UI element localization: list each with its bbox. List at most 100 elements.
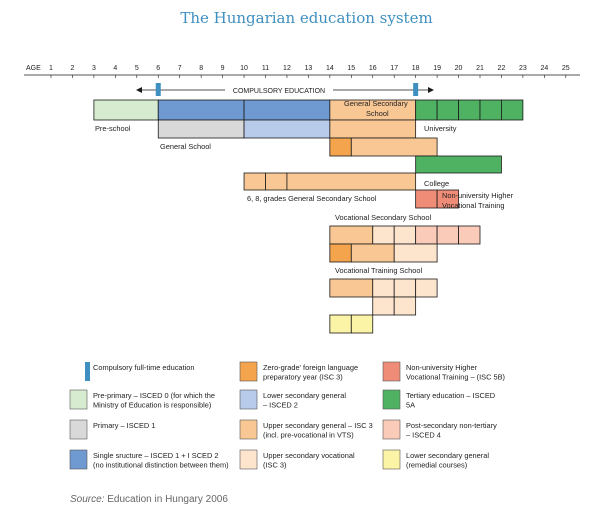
compulsory-end-marker	[413, 83, 419, 96]
legend-label-vocational-1: Upper secondary vocational	[263, 451, 355, 460]
vocational-secondary-post-cell-2	[436, 225, 459, 245]
vocational-training-cell-3	[415, 278, 438, 298]
vocational-training-cell-5	[393, 296, 417, 316]
legend-label-isced3-2: (incl. pre-vocational in VTS)	[263, 431, 354, 440]
source-note: Source: Education in Hungary 2006	[70, 494, 228, 505]
general-secondary-label-1: General Secondary	[344, 99, 408, 108]
legend-label-isced2-2: – ISCED 2	[263, 401, 298, 410]
non-university-label-2: Vocational Training	[442, 201, 504, 210]
legend-swatch-isced4	[382, 419, 401, 440]
vocational-secondary-cell-2	[393, 225, 417, 245]
general-secondary-label-2: School	[366, 109, 389, 118]
legend-label-vocational-2: (ISC 3)	[263, 461, 286, 470]
six-eight-grades-label: 6, 8, grades General Secondary School	[247, 194, 377, 203]
single-structure-box-a	[157, 99, 245, 121]
preschool-box	[93, 99, 159, 121]
age-tick-13: 13	[305, 65, 313, 72]
non-university-cell-2	[436, 189, 459, 209]
legend-label-isced5a-2: 5A	[406, 401, 415, 410]
vocational-training-cell-4	[372, 296, 395, 316]
legend-swatch-vocational	[239, 449, 258, 470]
age-tick-3: 3	[92, 65, 96, 72]
legend-label-isced4-2: – ISCED 4	[406, 431, 441, 440]
university-cell-2	[436, 99, 459, 121]
legend-label-isced1-1: Primary – ISCED 1	[93, 421, 155, 430]
general-secondary-box-row2	[329, 119, 417, 139]
university-cell-3	[458, 99, 481, 121]
legend-label-zero_grade-1: Zero-grade' foreign language	[263, 363, 358, 372]
source-prefix: Source:	[70, 494, 105, 505]
vocational-zero-grade-box	[329, 243, 352, 263]
age-tick-6: 6	[156, 65, 160, 72]
six-eight-grade-cell-1	[243, 172, 266, 191]
age-tick-11: 11	[262, 65, 269, 72]
source-text: Education in Hungary 2006	[104, 494, 228, 505]
legend-label-isced5b-1: Non-university Higher	[406, 363, 478, 372]
legend-swatch-isced5b	[382, 361, 401, 382]
legend-swatch-isced0	[69, 389, 88, 410]
legend-swatch-remedial	[382, 449, 401, 470]
legend-swatch-isced1	[69, 419, 88, 440]
vocational-secondary-general-box	[329, 225, 374, 245]
six-eight-grade-box	[286, 172, 417, 191]
age-tick-9: 9	[221, 65, 225, 72]
vocational-secondary-cell-1	[372, 225, 395, 245]
age-tick-21: 21	[476, 65, 484, 72]
primary-box	[157, 119, 245, 139]
age-tick-20: 20	[455, 65, 463, 72]
age-tick-23: 23	[519, 65, 527, 72]
age-tick-18: 18	[412, 65, 420, 72]
remedial-cell-2	[350, 314, 374, 334]
age-tick-2: 2	[70, 65, 74, 72]
college-label: College	[424, 179, 449, 188]
vocational-secondary-general-box-2	[350, 243, 395, 263]
age-tick-7: 7	[178, 65, 182, 72]
legend-label-isced0-1: Pre-primary – ISCED 0 (for which the	[93, 391, 215, 400]
vocational-secondary-post-cell-3	[458, 225, 481, 245]
age-tick-16: 16	[369, 65, 377, 72]
vocational-secondary-post-cell-1	[415, 225, 438, 245]
vocational-secondary-label: Vocational Secondary School	[335, 213, 432, 222]
age-tick-5: 5	[135, 65, 139, 72]
age-tick-14: 14	[326, 65, 334, 72]
single-structure-box-b	[243, 99, 331, 121]
university-label: University	[424, 124, 457, 133]
legend-swatch-compulsory	[85, 362, 90, 381]
compulsory-label: COMPULSORY EDUCATION	[233, 88, 325, 95]
legend-swatch-isced3	[239, 419, 258, 440]
legend-label-zero_grade-2: preparatory year (ISC 3)	[263, 373, 343, 382]
preschool-label: Pre-school	[95, 124, 131, 133]
university-cell-1	[415, 99, 438, 121]
secondary-after-zero-box	[350, 137, 438, 157]
non-university-label-1: Non-university Higher	[442, 191, 514, 200]
legend-swatch-isced2	[239, 389, 258, 410]
legend-label-compulsory-1: Compulsory full-time education	[93, 363, 194, 372]
compulsory-arrow-head-right	[428, 87, 434, 93]
remedial-cell-1	[329, 314, 352, 334]
compulsory-start-marker	[155, 83, 161, 96]
age-tick-10: 10	[240, 65, 248, 72]
zero-grade-box	[329, 137, 352, 157]
legend-label-isced5a-1: Tertiary education – ISCED	[406, 391, 495, 400]
legend-label-isced0-2: Ministry of Education is responsible)	[93, 401, 211, 410]
legend-swatch-isced1_2	[69, 449, 88, 470]
vocational-training-general-box	[329, 278, 374, 298]
legend-label-remedial-2: (remedial courses)	[406, 461, 467, 470]
legend-label-isced1_2-2: (no institutional distinction between th…	[93, 461, 229, 470]
lower-secondary-box	[243, 119, 331, 139]
vocational-training-cell-1	[372, 278, 395, 298]
age-tick-19: 19	[433, 65, 441, 72]
age-tick-24: 24	[540, 65, 548, 72]
vocational-training-label: Vocational Training School	[335, 266, 422, 275]
legend-label-isced2-1: Lower secondary general	[263, 391, 346, 400]
age-axis-label: AGE	[26, 65, 41, 72]
college-box	[415, 155, 502, 174]
legend-label-isced4-1: Post-secondary non-tertiary	[406, 421, 497, 430]
age-tick-8: 8	[199, 65, 203, 72]
age-tick-22: 22	[498, 65, 506, 72]
age-tick-4: 4	[113, 65, 117, 72]
compulsory-arrow-head-left	[136, 87, 142, 93]
vocational-training-cell-2	[393, 278, 417, 298]
